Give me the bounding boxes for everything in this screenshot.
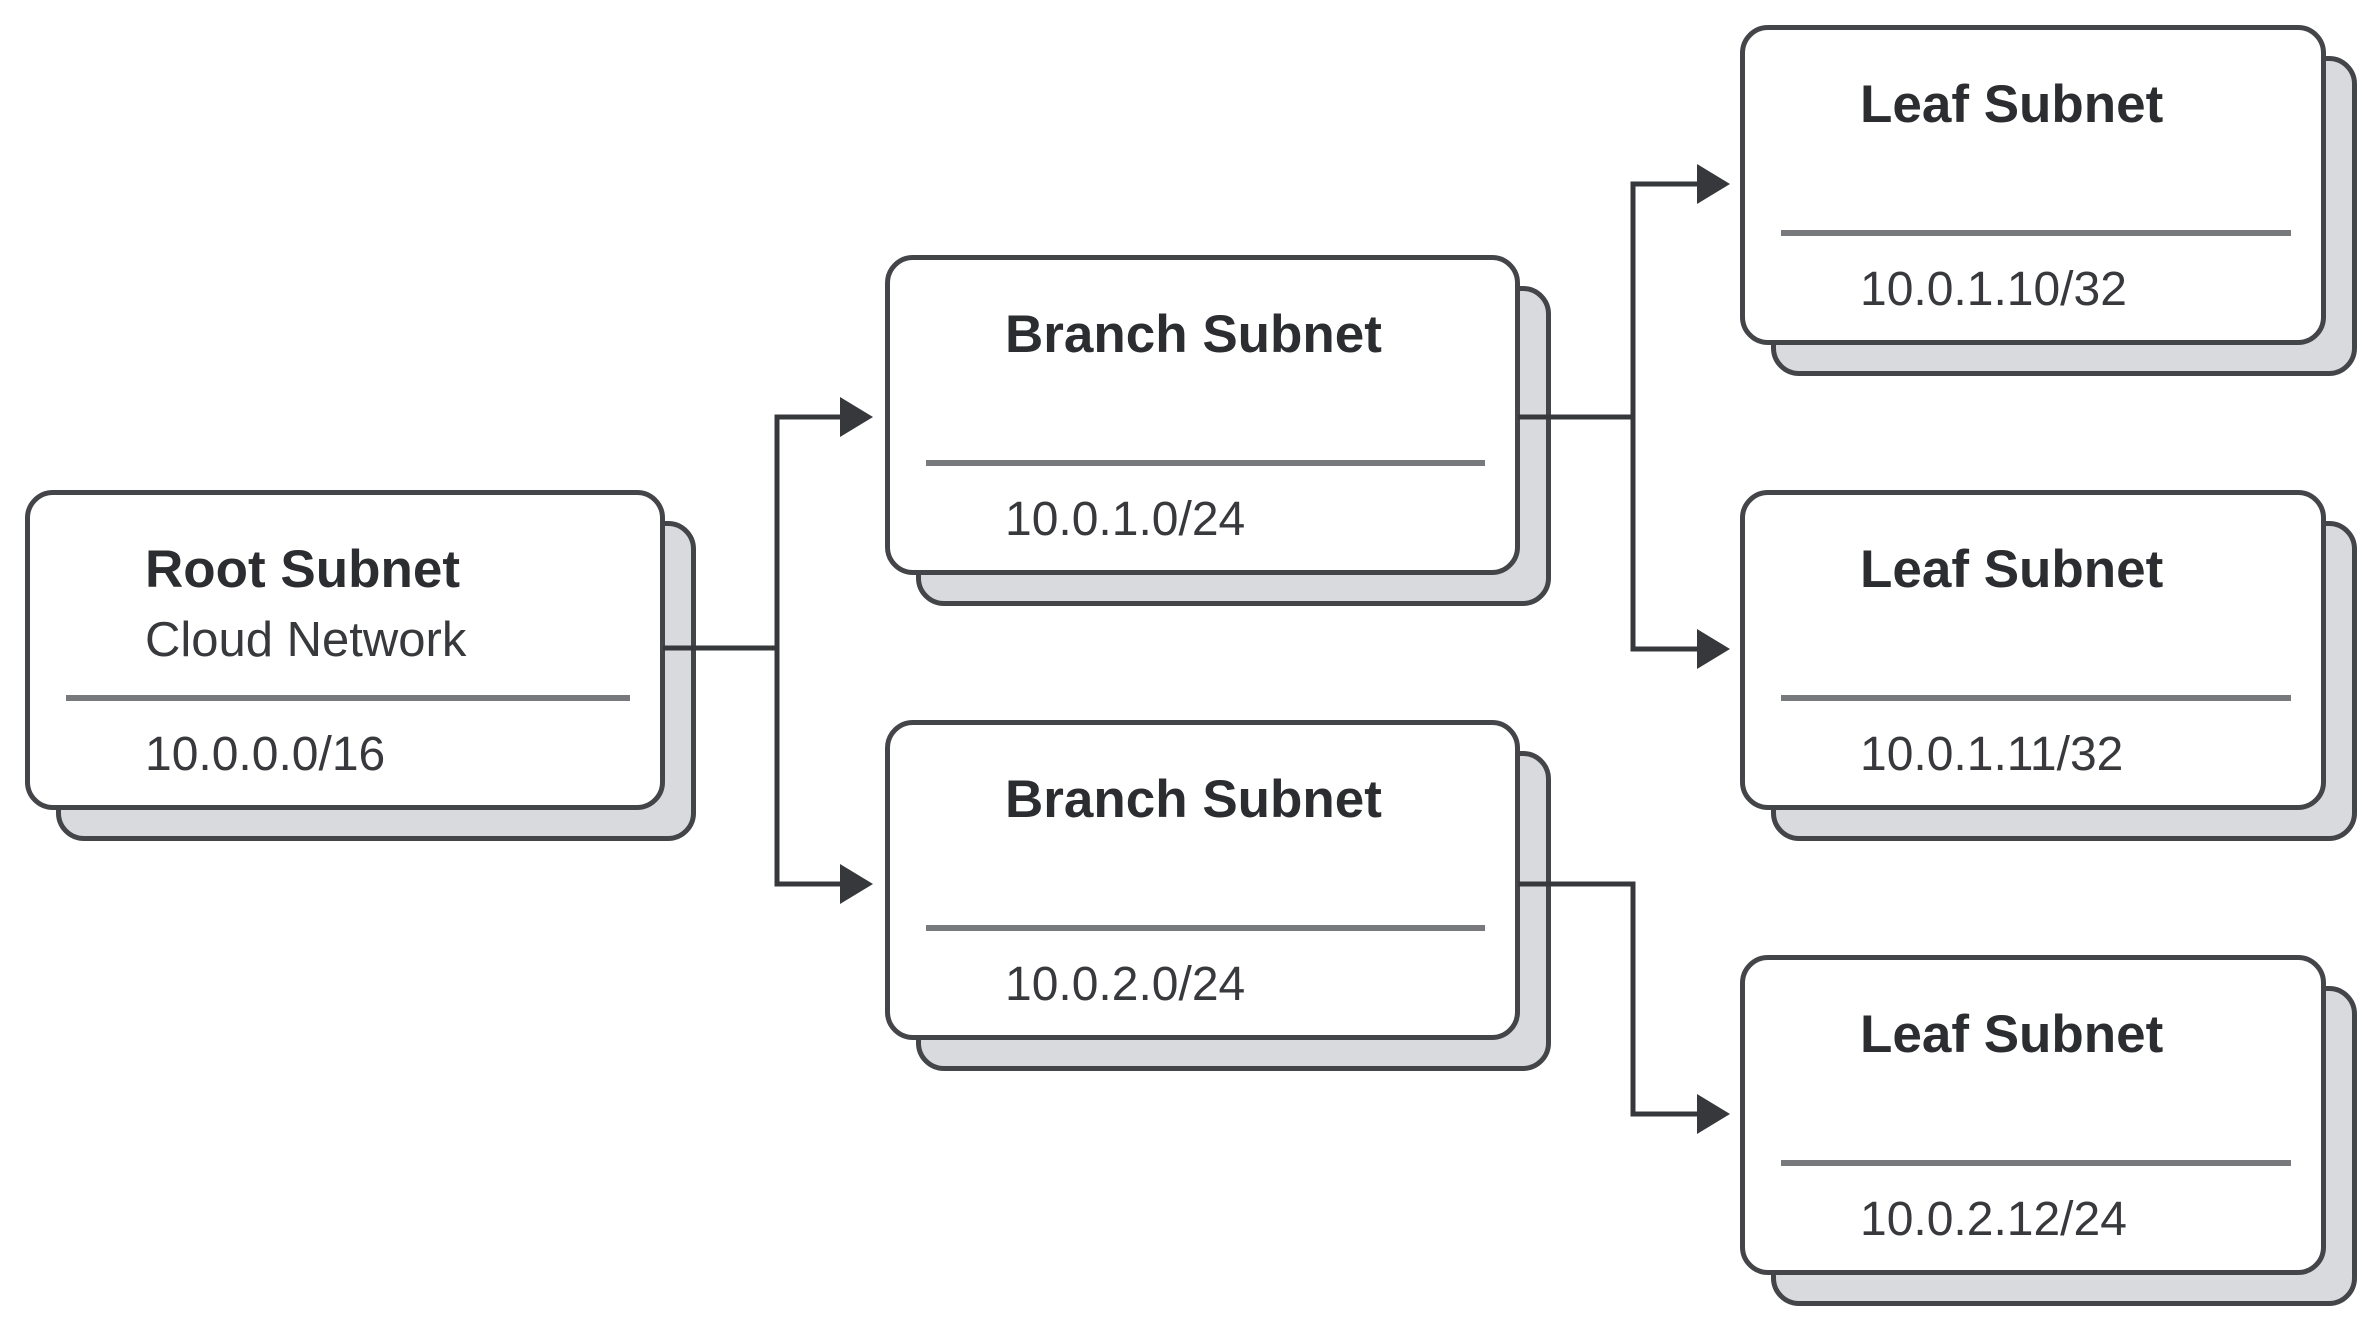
card-cidr: 10.0.1.11/32 [1860, 728, 2124, 781]
subnet-card-leaf-2: Leaf Subnet 10.0.1.11/32 [1740, 490, 2357, 841]
subnet-card-leaf-3: Leaf Subnet 10.0.2.12/24 [1740, 955, 2357, 1306]
arrowhead-branch-1 [840, 397, 873, 437]
card-cidr: 10.0.1.0/24 [1005, 493, 1246, 546]
card-cidr: 10.0.2.0/24 [1005, 958, 1246, 1011]
card-divider [1781, 230, 2291, 236]
subnet-card-branch-2: Branch Subnet 10.0.2.0/24 [885, 720, 1551, 1071]
card-divider [1781, 695, 2291, 701]
card-cidr: 10.0.2.12/24 [1860, 1193, 2127, 1246]
card-cidr: 10.0.0.0/16 [145, 728, 386, 781]
card-cidr: 10.0.1.10/32 [1860, 263, 2127, 316]
card-face: Leaf Subnet 10.0.1.11/32 [1740, 490, 2326, 810]
subnet-card-leaf-1: Leaf Subnet 10.0.1.10/32 [1740, 25, 2357, 376]
card-title: Root Subnet [145, 540, 460, 599]
card-title: Branch Subnet [1005, 305, 1382, 364]
arrowhead-leaf-1 [1697, 164, 1730, 204]
card-divider [926, 460, 1485, 466]
arrowhead-leaf-2 [1697, 629, 1730, 669]
card-subtitle: Cloud Network [145, 613, 467, 667]
card-divider [1781, 1160, 2291, 1166]
card-divider [926, 925, 1485, 931]
card-title: Leaf Subnet [1860, 75, 2164, 134]
arrowhead-branch-2 [840, 864, 873, 904]
card-face: Leaf Subnet 10.0.2.12/24 [1740, 955, 2326, 1275]
subnet-card-root: Root Subnet Cloud Network 10.0.0.0/16 [25, 490, 696, 841]
card-title: Leaf Subnet [1860, 540, 2164, 599]
card-face: Root Subnet Cloud Network 10.0.0.0/16 [25, 490, 665, 810]
card-face: Branch Subnet 10.0.1.0/24 [885, 255, 1520, 575]
card-face: Branch Subnet 10.0.2.0/24 [885, 720, 1520, 1040]
subnet-card-branch-1: Branch Subnet 10.0.1.0/24 [885, 255, 1551, 606]
card-face: Leaf Subnet 10.0.1.10/32 [1740, 25, 2326, 345]
arrowhead-leaf-3 [1697, 1094, 1730, 1134]
card-title: Leaf Subnet [1860, 1005, 2164, 1064]
card-title: Branch Subnet [1005, 770, 1382, 829]
card-divider [66, 695, 630, 701]
